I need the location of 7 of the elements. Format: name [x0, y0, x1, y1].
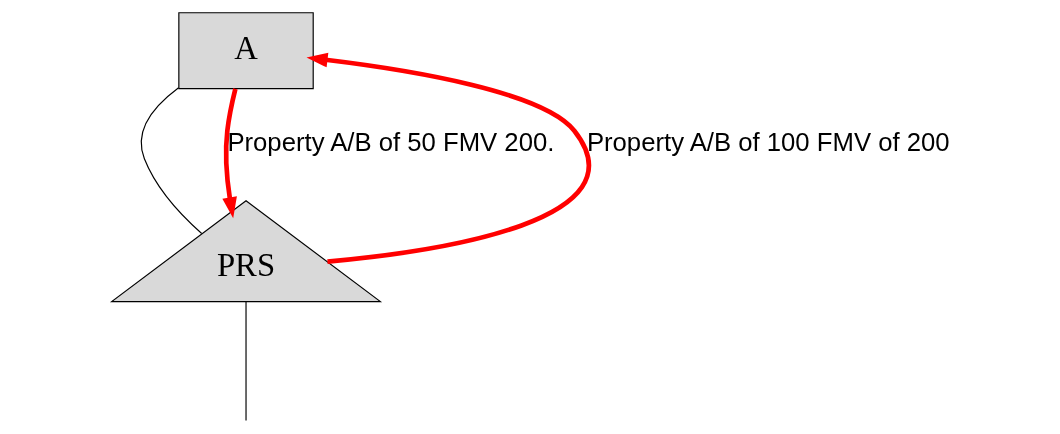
node-box: A	[177, 12, 314, 90]
arrow	[306, 52, 591, 264]
connector	[244, 301, 247, 421]
edge-label: Property A/B of 50 FMV 200.	[226, 128, 554, 157]
arrow	[221, 88, 238, 219]
edge-label: Property A/B of 100 FMV of 200	[586, 128, 950, 157]
connector	[140, 87, 202, 235]
